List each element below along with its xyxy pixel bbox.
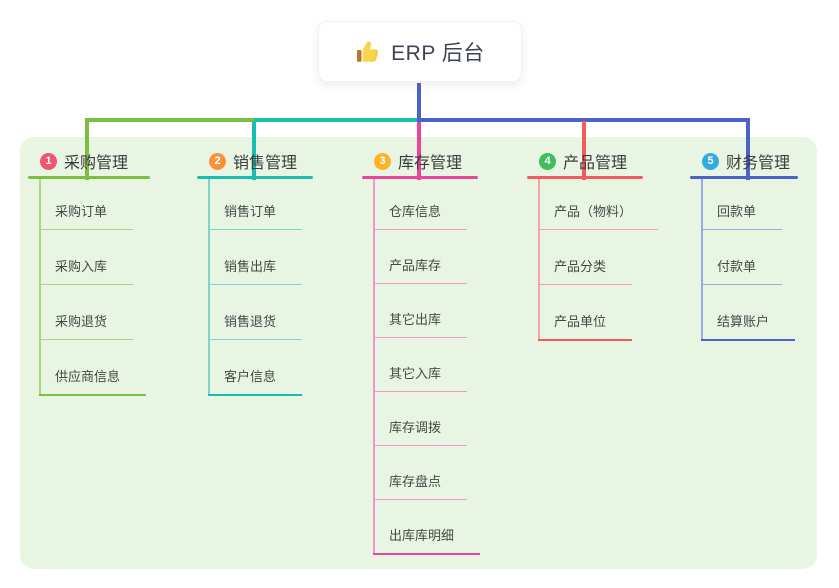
drop-line-3 — [417, 122, 421, 180]
branch-3-underline — [362, 176, 478, 179]
branch-2-item-2[interactable]: 销售出库 — [208, 257, 303, 285]
branch-4-item-2[interactable]: 产品分类 — [538, 257, 633, 285]
branch-2-header[interactable]: 2 销售管理 — [197, 147, 313, 175]
branch-2-item-label: 销售退货 — [208, 312, 303, 340]
branch-4-header[interactable]: 4 产品管理 — [527, 147, 643, 175]
drop-line-2 — [252, 121, 256, 180]
branch-4-label: 产品管理 — [563, 155, 628, 172]
branch-4-item-1[interactable]: 产品（物料） — [538, 202, 659, 230]
branch-2-item-1[interactable]: 销售订单 — [208, 202, 303, 230]
branch-5-item-label: 付款单 — [701, 257, 783, 285]
branch-4-item-label: 产品分类 — [538, 257, 633, 285]
branch-3-badge-icon: 3 — [374, 152, 391, 170]
branch-1-item-label: 采购订单 — [39, 202, 134, 230]
branch-1-header[interactable]: 1 采购管理 — [28, 147, 150, 175]
bus-segment-1 — [85, 118, 254, 122]
root-node[interactable]: ERP 后台 — [318, 21, 522, 82]
branch-3-item-4[interactable]: 其它入库 — [373, 364, 468, 392]
branches-panel — [20, 137, 817, 569]
branch-3-item-1[interactable]: 仓库信息 — [373, 202, 468, 230]
branch-3-item-label: 库存盘点 — [373, 472, 468, 500]
branch-3-item-6[interactable]: 库存盘点 — [373, 472, 468, 500]
branch-3-item-label: 其它出库 — [373, 310, 468, 338]
branch-3-item-5[interactable]: 库存调拨 — [373, 418, 468, 446]
branch-1-badge-icon: 1 — [40, 152, 57, 170]
drop-line-5 — [746, 118, 750, 180]
branch-5-label: 财务管理 — [726, 155, 791, 172]
branch-4-item-3[interactable]: 产品单位 — [538, 312, 633, 341]
branch-5-item-label: 结算账户 — [701, 312, 796, 341]
branch-5-item-1[interactable]: 回款单 — [701, 202, 783, 230]
branch-1-connector-vline — [39, 179, 41, 396]
branch-5-underline — [690, 176, 798, 179]
branch-5-connector-vline — [701, 179, 703, 341]
branch-1-underline — [28, 176, 150, 179]
branch-1-label: 采购管理 — [64, 155, 129, 172]
branch-4-underline — [527, 176, 643, 179]
branch-2-label: 销售管理 — [233, 155, 298, 172]
branch-5-item-label: 回款单 — [701, 202, 783, 230]
branch-3-label: 库存管理 — [398, 155, 463, 172]
branch-5-header[interactable]: 5 财务管理 — [690, 147, 798, 175]
bus-segment-3 — [417, 118, 750, 122]
branch-3-item-label: 仓库信息 — [373, 202, 468, 230]
branch-2-badge-icon: 2 — [209, 152, 226, 170]
branch-1-item-2[interactable]: 采购入库 — [39, 257, 134, 285]
branch-2-item-3[interactable]: 销售退货 — [208, 312, 303, 340]
branch-3-item-2[interactable]: 产品库存 — [373, 256, 468, 284]
branch-3-item-label: 其它入库 — [373, 364, 468, 392]
branch-4-item-label: 产品（物料） — [538, 202, 659, 230]
branch-2-item-4[interactable]: 客户信息 — [208, 367, 303, 396]
branch-2-item-label: 销售出库 — [208, 257, 303, 285]
branch-5-item-3[interactable]: 结算账户 — [701, 312, 796, 341]
branch-4-item-label: 产品单位 — [538, 312, 633, 341]
branch-1-item-4[interactable]: 供应商信息 — [39, 367, 147, 396]
branch-3-item-label: 出库库明细 — [373, 526, 481, 555]
root-title: ERP 后台 — [391, 41, 485, 65]
branch-1-item-label: 采购入库 — [39, 257, 134, 285]
branch-3-connector-vline — [373, 179, 375, 555]
branch-3-item-label: 产品库存 — [373, 256, 468, 284]
branch-2-item-label: 销售订单 — [208, 202, 303, 230]
branch-3-header[interactable]: 3 库存管理 — [362, 147, 478, 175]
branch-2-underline — [197, 176, 313, 179]
branch-3-item-label: 库存调拨 — [373, 418, 468, 446]
bus-segment-2 — [254, 118, 417, 122]
branch-1-item-3[interactable]: 采购退货 — [39, 312, 134, 340]
branch-5-item-2[interactable]: 付款单 — [701, 257, 783, 285]
branch-1-item-label: 供应商信息 — [39, 367, 147, 396]
branch-5-badge-icon: 5 — [702, 152, 719, 170]
branch-1-item-1[interactable]: 采购订单 — [39, 202, 134, 230]
branch-2-connector-vline — [208, 179, 210, 396]
branch-3-item-7[interactable]: 出库库明细 — [373, 526, 481, 555]
drop-line-4 — [582, 121, 586, 180]
branch-3-item-3[interactable]: 其它出库 — [373, 310, 468, 338]
root-connector-line — [417, 83, 421, 122]
branch-2-item-label: 客户信息 — [208, 367, 303, 396]
branch-4-connector-vline — [538, 179, 540, 341]
branch-4-badge-icon: 4 — [539, 152, 556, 170]
thumbs-up-icon — [355, 39, 381, 65]
drop-line-1 — [85, 118, 89, 180]
branch-1-item-label: 采购退货 — [39, 312, 134, 340]
